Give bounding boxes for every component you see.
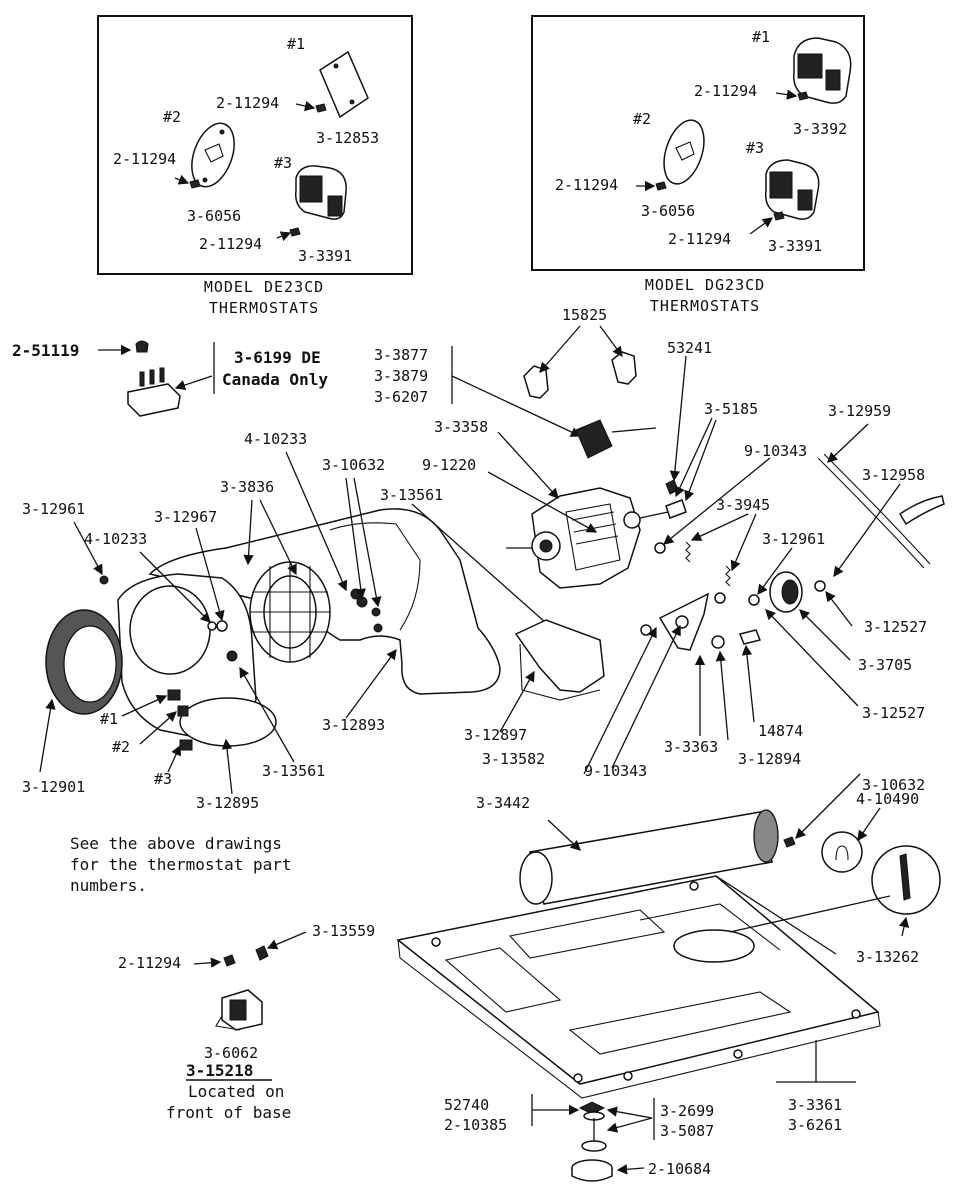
label-3-12897: 3-12897	[464, 726, 527, 744]
base-assembly	[396, 773, 941, 1099]
dg-thermostat-3-tag: #3	[746, 139, 764, 157]
label-3-12959: 3-12959	[828, 402, 891, 420]
label-3-3361: 3-3361	[788, 1096, 842, 1114]
label-9-10343-top: 9-10343	[744, 442, 807, 460]
label-4-10233-top: 4-10233	[244, 430, 307, 448]
de-thermostat-3-part-label: 3-3391	[298, 247, 352, 265]
label-3-13559: 3-13559	[312, 922, 375, 940]
de-thermostat-2-tag: #2	[163, 108, 181, 126]
label-2-51119: 2-51119	[12, 341, 79, 360]
label-4-10233-left: 4-10233	[84, 530, 147, 548]
label-3-12967: 3-12967	[154, 508, 217, 526]
label-3-3358: 3-3358	[434, 418, 488, 436]
dg-screw-1-label: 2-11294	[694, 82, 757, 100]
label-3-3363: 3-3363	[664, 738, 718, 756]
de-thermostat-1-tag: #1	[287, 35, 305, 53]
de-screw-3-label: 2-11294	[199, 235, 262, 253]
terminal-block-group	[193, 931, 307, 1031]
label-2-11294-lower: 2-11294	[118, 954, 181, 972]
note-front-of-base: front of base	[166, 1103, 291, 1122]
label-thermostat-3-tag: #3	[154, 770, 172, 788]
inset-dg23cd: #1 2-11294 3-3392 #2 2-11294 3-6056 #3 2…	[531, 15, 865, 271]
dg-screw-3-label: 2-11294	[668, 230, 731, 248]
label-3-6062: 3-6062	[204, 1044, 258, 1062]
de-model-caption: MODEL DE23CD	[204, 278, 324, 296]
label-3-6261: 3-6261	[788, 1116, 842, 1134]
note-see-drawings-3: numbers.	[70, 876, 147, 895]
de-thermostat-1-part-label: 3-12853	[316, 129, 379, 147]
label-2-10385: 2-10385	[444, 1116, 507, 1134]
label-3-10632-right: 3-10632	[862, 776, 925, 794]
dg-thermostat-1-tag: #1	[752, 28, 770, 46]
relay-group	[98, 340, 215, 417]
label-3-13561-top: 3-13561	[380, 486, 443, 504]
label-3-13582: 3-13582	[482, 750, 545, 768]
label-canada-only: Canada Only	[222, 370, 328, 389]
label-3-13262: 3-13262	[856, 948, 919, 966]
label-14874: 14874	[758, 722, 803, 740]
dg-model-caption: MODEL DG23CD	[645, 276, 765, 294]
dg-screw-2-label: 2-11294	[555, 176, 618, 194]
label-thermostat-2-tag: #2	[112, 738, 130, 756]
label-52740: 52740	[444, 1096, 489, 1114]
idler-assembly	[499, 513, 859, 775]
label-3-3877: 3-3877	[374, 346, 428, 364]
inset-de23cd: #1 2-11294 3-12853 #2 2-11294 3-6056 #3 …	[97, 15, 413, 275]
dg-thermostat-3-part-label: 3-3391	[768, 237, 822, 255]
label-3-12527-right: 3-12527	[864, 618, 927, 636]
blower-assembly	[39, 451, 573, 795]
dg-thermostat-2-part-label: 3-6056	[641, 202, 695, 220]
dg-thermostats-caption: THERMOSTATS	[650, 297, 760, 315]
label-3-3836: 3-3836	[220, 478, 274, 496]
label-3-5087: 3-5087	[660, 1122, 714, 1140]
label-3-5185: 3-5185	[704, 400, 758, 418]
de-thermostats-caption: THERMOSTATS	[209, 299, 319, 317]
label-3-3945: 3-3945	[716, 496, 770, 514]
dg-thermostat-2-tag: #2	[633, 110, 651, 128]
note-located-on: Located on	[188, 1082, 284, 1101]
label-3-3879: 3-3879	[374, 367, 428, 385]
label-2-10684: 2-10684	[648, 1160, 711, 1178]
label-3-10632-top: 3-10632	[322, 456, 385, 474]
leveling-foot	[531, 1094, 655, 1182]
label-3-12895: 3-12895	[196, 794, 259, 812]
label-3-3442: 3-3442	[476, 794, 530, 812]
de-screw-2-label: 2-11294	[113, 150, 176, 168]
label-3-12961-right: 3-12961	[762, 530, 825, 548]
motor-assembly	[451, 325, 945, 589]
label-53241: 53241	[667, 339, 712, 357]
label-3-2699: 3-2699	[660, 1102, 714, 1120]
label-3-12894: 3-12894	[738, 750, 801, 768]
label-3-12961-left: 3-12961	[22, 500, 85, 518]
label-3-6199: 3-6199 DE	[234, 348, 321, 367]
label-15825: 15825	[562, 306, 607, 324]
label-3-12958: 3-12958	[862, 466, 925, 484]
label-9-1220: 9-1220	[422, 456, 476, 474]
note-see-drawings-2: for the thermostat part	[70, 855, 292, 874]
label-3-13561-bottom: 3-13561	[262, 762, 325, 780]
label-3-12527-lower: 3-12527	[862, 704, 925, 722]
dg-thermostat-1-part-label: 3-3392	[793, 120, 847, 138]
de-screw-1-label: 2-11294	[216, 94, 279, 112]
label-3-3705: 3-3705	[858, 656, 912, 674]
label-thermostat-1-tag: #1	[100, 710, 118, 728]
label-3-12901: 3-12901	[22, 778, 85, 796]
note-see-drawings-1: See the above drawings	[70, 834, 282, 853]
label-3-6207: 3-6207	[374, 388, 428, 406]
label-4-10490: 4-10490	[856, 790, 919, 808]
label-9-10343-bottom: 9-10343	[584, 762, 647, 780]
label-3-15218: 3-15218	[186, 1061, 253, 1080]
de-thermostat-3-tag: #3	[274, 154, 292, 172]
de-thermostat-2-part-label: 3-6056	[187, 207, 241, 225]
label-3-12893: 3-12893	[322, 716, 385, 734]
